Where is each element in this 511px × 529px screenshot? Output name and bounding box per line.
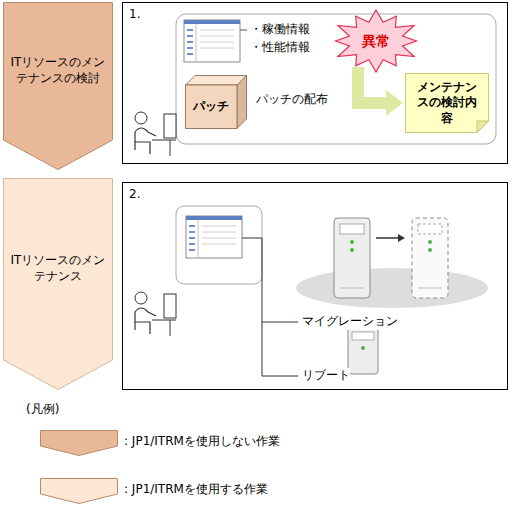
- server-led: [361, 346, 365, 350]
- server-slot: [418, 288, 442, 289]
- window-content-line: [202, 244, 236, 245]
- patch-label: パッチの配布: [256, 92, 328, 108]
- desk: [152, 320, 176, 321]
- window-content-line: [202, 226, 236, 227]
- patch-box: パッチ: [185, 75, 247, 129]
- window-content-line: [202, 238, 236, 239]
- node-text: パッチ: [193, 99, 229, 115]
- legend-swatch: [41, 431, 118, 456]
- cube-front: [186, 85, 238, 129]
- legend-swatch-frame: [40, 478, 118, 504]
- node-text: メンテナンスの検討内容: [413, 80, 481, 127]
- shape-outline: [3, 2, 113, 170]
- leader-line: [242, 238, 298, 376]
- info-label: ・稼働情報: [250, 22, 310, 38]
- window-title-bar: [184, 20, 240, 24]
- info-label: ・性能情報: [250, 40, 310, 56]
- legend-swatch-frame: [40, 430, 118, 456]
- window-divider: [196, 24, 197, 62]
- window-menu-item: [187, 53, 193, 55]
- window-menu-item: [187, 47, 193, 49]
- window-content-line: [200, 42, 234, 43]
- monitor: [164, 114, 176, 138]
- legend-text: : JP1/ITRMを使用しない作業: [124, 434, 280, 450]
- server-icon: [334, 218, 370, 298]
- window-divider: [198, 220, 199, 258]
- desk-leg: [170, 140, 171, 156]
- window-menu-item: [189, 225, 195, 227]
- cube-top: [186, 76, 247, 86]
- window-content-line: [200, 48, 234, 49]
- node-text: ITリソースのメンテナンスの検討: [9, 55, 107, 86]
- step-box: 2.: [122, 182, 508, 390]
- leader-line: [240, 30, 247, 31]
- window-menu-item: [189, 237, 195, 239]
- step-number: 1.: [129, 7, 501, 23]
- window-content-line: [202, 232, 236, 233]
- server-icon: [412, 218, 448, 298]
- node-text: ITリソースのメンテナンス: [9, 253, 107, 284]
- server-slot: [340, 288, 364, 289]
- window-icon: [186, 216, 242, 258]
- note-shape: メンテナンスの検討内容: [405, 73, 489, 133]
- arrow-head: [398, 234, 405, 242]
- reboot-server-icon: [348, 328, 378, 374]
- server-led: [428, 248, 432, 252]
- legend-text: : JP1/ITRMを使用する作業: [124, 482, 268, 498]
- action-label: マイグレーション: [302, 314, 398, 330]
- window-menu-item: [189, 231, 195, 233]
- legend-item: : JP1/ITRMを使用する作業: [40, 478, 360, 504]
- server-led: [350, 240, 354, 244]
- window-title-bar: [186, 216, 242, 220]
- window-menu-item: [189, 243, 195, 245]
- window-content-line: [200, 30, 234, 31]
- legend-swatch: [41, 479, 118, 504]
- desk-leg: [170, 320, 171, 336]
- server-panel: [352, 332, 374, 340]
- server-led: [428, 240, 432, 244]
- person-body: [135, 128, 156, 154]
- window-menu-item: [189, 249, 195, 251]
- alert-burst: 異常: [331, 9, 421, 73]
- server-led: [350, 248, 354, 252]
- cluster-ground: [296, 268, 488, 308]
- server-panel: [418, 224, 442, 234]
- window-icon: [184, 20, 240, 62]
- step-box: 1. 異常パッチ メンテナンスの検討内容: [122, 2, 508, 164]
- note-fold: [477, 121, 489, 133]
- block-arrow: [358, 67, 387, 103]
- person-head: [135, 112, 147, 124]
- chevron-outline: [4, 179, 113, 390]
- node-text: 異常: [362, 32, 390, 50]
- phase-chevron: ITリソースのメンテナンスの検討: [3, 2, 113, 170]
- note-outline: [406, 74, 489, 133]
- legend-item: : JP1/ITRMを使用しない作業: [40, 430, 360, 456]
- monitor: [164, 294, 176, 318]
- person-body: [135, 308, 156, 334]
- group-outline: [176, 206, 262, 284]
- legend-heading: (凡例): [26, 402, 59, 418]
- cube-side: [237, 76, 247, 129]
- step-number: 2.: [129, 187, 501, 203]
- action-label: リブート: [302, 368, 350, 384]
- person-head: [135, 292, 147, 304]
- burst-outline: [336, 10, 417, 72]
- window-menu-item: [187, 29, 193, 31]
- server-panel: [340, 224, 364, 234]
- shape-outline: [3, 178, 113, 390]
- window-content-line: [200, 36, 234, 37]
- chevron-outline: [4, 3, 113, 170]
- window-menu-item: [187, 41, 193, 43]
- group-outline: [176, 14, 496, 144]
- desk: [152, 140, 176, 141]
- window-menu-item: [187, 35, 193, 37]
- phase-chevron: ITリソースのメンテナンス: [3, 178, 113, 390]
